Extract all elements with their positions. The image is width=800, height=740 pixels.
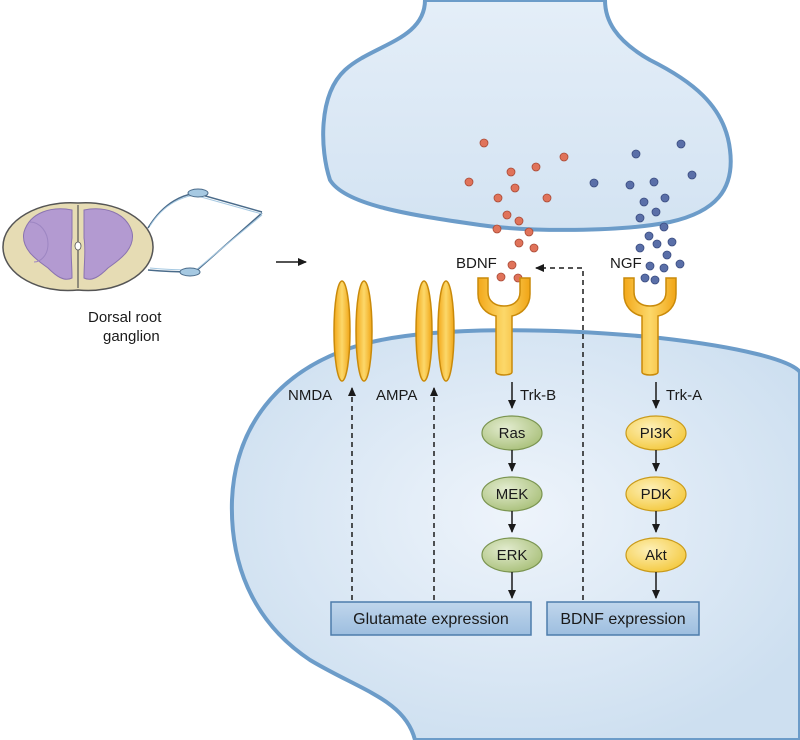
ngf-molecule xyxy=(635,213,645,223)
bdnf-molecule xyxy=(492,224,502,234)
ganglion-lower xyxy=(179,267,201,277)
ngf-molecule xyxy=(659,263,669,273)
bdnf-molecule xyxy=(464,177,474,187)
ngf-molecule xyxy=(667,237,677,247)
trk-b-label: Trk-B xyxy=(520,387,556,404)
bdnf-molecule xyxy=(514,216,524,226)
ngf-molecule xyxy=(652,239,662,249)
ngf-molecule xyxy=(645,261,655,271)
bdnf-molecule xyxy=(506,167,516,177)
node-pdk: PDK xyxy=(625,476,687,512)
node-akt-label: Akt xyxy=(645,547,668,564)
node-mek: MEK xyxy=(481,476,543,512)
node-pi3k: PI3K xyxy=(625,415,687,451)
dashed-arrow-to-bdnf xyxy=(535,264,584,600)
ngf-molecule xyxy=(675,259,685,269)
ngf-label: NGF xyxy=(610,255,642,272)
node-erk-label: ERK xyxy=(497,547,528,564)
node-ras-label: Ras xyxy=(499,425,526,442)
drg-label-line2: ganglion xyxy=(103,328,160,345)
bdnf-molecule xyxy=(507,260,517,270)
ampa-receptor xyxy=(415,280,455,382)
ngf-molecule xyxy=(660,193,670,203)
node-mek-label: MEK xyxy=(496,486,529,503)
glutamate-expression-box: Glutamate expression xyxy=(330,601,532,636)
bdnf-molecule xyxy=(529,243,539,253)
bdnf-molecule xyxy=(493,193,503,203)
ngf-molecule xyxy=(649,177,659,187)
ngf-molecule xyxy=(659,222,669,232)
bdnf-molecules xyxy=(464,138,569,283)
nmda-label: NMDA xyxy=(288,387,332,404)
ngf-molecule xyxy=(687,170,697,180)
bdnf-molecule xyxy=(479,138,489,148)
ngf-molecule xyxy=(651,207,661,217)
node-akt: Akt xyxy=(625,537,687,573)
ngf-molecule xyxy=(650,275,660,285)
bdnf-molecule xyxy=(502,210,512,220)
ngf-molecule xyxy=(644,231,654,241)
node-ras: Ras xyxy=(481,415,543,451)
bdnf-molecule xyxy=(524,227,534,237)
node-pi3k-label: PI3K xyxy=(640,425,673,442)
trk-a-label: Trk-A xyxy=(666,387,702,404)
trk-b-receptor xyxy=(477,277,531,376)
ampa-label: AMPA xyxy=(376,387,417,404)
bdnf-molecule xyxy=(510,183,520,193)
presynaptic-terminal xyxy=(321,0,733,232)
ngf-molecule xyxy=(662,250,672,260)
gray-matter-right xyxy=(83,208,133,280)
ngf-molecule xyxy=(631,149,641,159)
nmda-receptor xyxy=(333,280,373,382)
bdnf-label: BDNF xyxy=(456,255,497,272)
ganglion-upper xyxy=(187,188,209,198)
bdnf-molecule xyxy=(559,152,569,162)
bdnf-expression-box: BDNF expression xyxy=(546,601,700,636)
ngf-molecule xyxy=(639,197,649,207)
bdnf-expression-label: BDNF expression xyxy=(560,611,685,628)
drg-label-line1: Dorsal root xyxy=(88,309,162,326)
bdnf-molecule xyxy=(514,238,524,248)
ngf-molecule xyxy=(676,139,686,149)
trk-a-receptor xyxy=(623,277,677,376)
ngf-molecule xyxy=(640,273,650,283)
ngf-molecules xyxy=(589,139,697,285)
node-erk: ERK xyxy=(481,537,543,573)
spinal-cord-cross-section xyxy=(2,188,263,292)
node-pdk-label: PDK xyxy=(641,486,672,503)
glutamate-expression-label: Glutamate expression xyxy=(353,611,509,628)
bdnf-molecule xyxy=(542,193,552,203)
bdnf-molecule xyxy=(531,162,541,172)
bdnf-molecule xyxy=(496,272,506,282)
ngf-molecule xyxy=(589,178,599,188)
ngf-molecule xyxy=(625,180,635,190)
ngf-molecule xyxy=(635,243,645,253)
